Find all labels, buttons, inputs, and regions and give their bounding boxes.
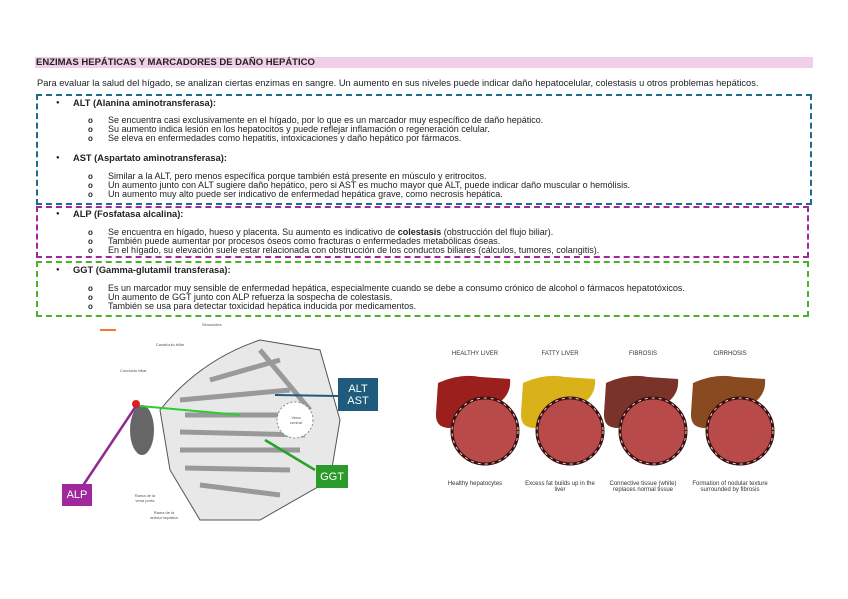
cell-pattern (706, 397, 774, 465)
label-canaliculo: Canalículo biliar (155, 342, 185, 347)
ast-heading: AST (Aspartato aminotransferasa): (56, 153, 227, 163)
list-item: Se eleva en enfermedades como hepatitis,… (88, 134, 461, 144)
stage-title: CIRRHOSIS (713, 351, 747, 357)
list-item-text: (obstrucción del flujo biliar). (441, 227, 554, 237)
list-item: Similar a la ALT, pero menos específica … (88, 172, 487, 182)
label-arteria: Rama de la arteria hepática (150, 510, 178, 520)
ggt-tag: GGT (316, 465, 348, 488)
ggt-box (36, 261, 809, 317)
bold-term: colestasis (397, 227, 442, 237)
lobule-illustration (78, 329, 341, 521)
stage-title: FIBROSIS (628, 351, 657, 357)
label-vena-central: Vena central (289, 415, 302, 425)
stage-caption: Connective tissue (white) replaces norma… (609, 481, 677, 493)
cell-pattern (451, 397, 519, 465)
list-item: Es un marcador muy sensible de enfermeda… (88, 284, 685, 294)
stage-caption: Healthy hepatocytes (447, 481, 503, 487)
stage-caption: Formation of nodular texture surrounded … (692, 481, 768, 493)
label-conducto: Conducto biliar (120, 368, 147, 373)
intro-text: Para evaluar la salud del hígado, se ana… (37, 78, 759, 88)
stage-title: HEALTHY LIVER (451, 351, 499, 357)
tag-alt: ALT (348, 382, 368, 395)
ggt-heading: GGT (Gamma-glutamil transferasa): (56, 265, 231, 275)
liver-lobule-diagram: Sinusoides Canalículo biliar Conducto bi… (60, 320, 380, 530)
list-item: Un aumento muy alto puede ser indicativo… (88, 190, 503, 200)
liver-illustration (690, 375, 775, 466)
list-item: También puede aumentar por procesos óseo… (88, 237, 500, 247)
stage-title: FATTY LIVER (541, 351, 579, 357)
liver-illustration (435, 375, 520, 466)
list-item: Se encuentra casi exclusivamente en el h… (88, 116, 543, 126)
list-item: Su aumento indica lesión en los hepatoci… (88, 125, 490, 135)
page-title: ENZIMAS HEPÁTICAS Y MARCADORES DE DAÑO H… (35, 57, 813, 68)
alp-heading: ALP (Fosfatasa alcalina): (56, 209, 183, 219)
liver-stages-figure: HEALTHY LIVER Healthy hepatocytes FATTY L… (425, 345, 795, 505)
alt-heading: ALT (Alanina aminotransferasa): (56, 98, 216, 108)
list-item: En el hígado, su elevación suele estar r… (88, 246, 599, 256)
alt-ast-box (36, 94, 812, 205)
cell-pattern (536, 397, 604, 465)
list-item: Se encuentra en hígado, hueso y placenta… (88, 227, 554, 238)
alp-tag: ALP (62, 484, 92, 506)
liver-illustration (520, 375, 605, 466)
liver-illustration (603, 375, 688, 466)
label-vena-porta: Rama de la vena porta (134, 493, 156, 503)
list-item: Un aumento junto con ALT sugiere daño he… (88, 181, 630, 191)
stage-caption: Excess fat builds up in the liver (525, 481, 595, 493)
alp-box (36, 206, 809, 258)
list-item: También se usa para detectar toxicidad h… (88, 302, 416, 312)
tag-ast: AST (347, 394, 369, 407)
cell-pattern (619, 397, 687, 465)
label-sinusoides: Sinusoides (202, 322, 222, 327)
list-item: Un aumento de GGT junto con ALP refuerza… (88, 293, 392, 303)
list-item-text: Se encuentra en hígado, hueso y placenta… (108, 227, 398, 237)
